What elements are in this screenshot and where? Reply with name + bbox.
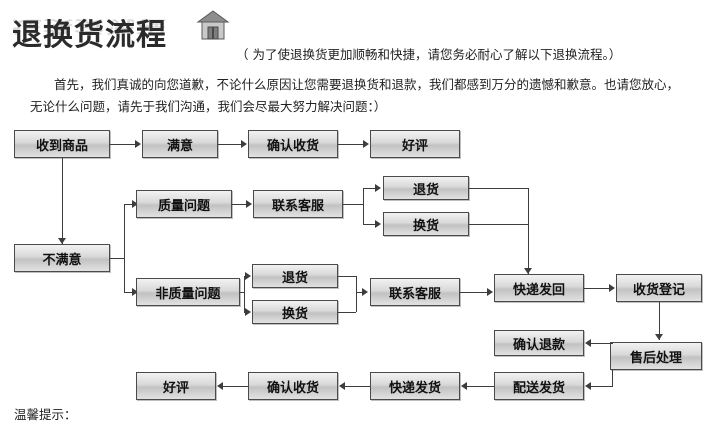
connector-quality-to-service xyxy=(232,204,246,205)
connector-returns2-merge xyxy=(356,276,357,312)
connector-received-to-satisfied xyxy=(110,144,136,145)
page-title: 退换货流程 xyxy=(12,18,167,53)
connector-aftersales-to-delivery xyxy=(591,386,613,387)
flow-node-receipt-registration[interactable]: 收货登记 xyxy=(616,274,702,302)
flow-node-exchange-2[interactable]: 换货 xyxy=(252,300,338,324)
connector-returns1-merge xyxy=(528,188,529,274)
connector-service1-split xyxy=(363,188,364,224)
arrow-received-down xyxy=(58,238,66,244)
flow-node-confirm-receipt-1[interactable]: 确认收货 xyxy=(248,130,338,158)
connector-exchange2-right xyxy=(338,312,356,313)
arrow-nonquality-to-return2 xyxy=(245,272,251,280)
flow-node-express-shipping[interactable]: 快递发货 xyxy=(370,372,460,400)
arrow-received-to-satisfied xyxy=(135,140,141,148)
connector-unsatisfied-split xyxy=(124,204,125,292)
arrow-nonquality-to-exchange2 xyxy=(245,308,251,316)
connector-aftersales-to-confirm-refund xyxy=(591,343,613,344)
flow-node-satisfied[interactable]: 满意 xyxy=(142,130,218,158)
flow-node-contact-service-2[interactable]: 联系客服 xyxy=(370,278,460,306)
footer-tip: 温馨提示： xyxy=(14,407,77,422)
connector-nonquality-split xyxy=(244,276,245,312)
flow-node-nonquality-issue[interactable]: 非质量问题 xyxy=(136,278,240,306)
arrow-service2-to-express-back xyxy=(487,288,493,296)
flow-node-unsatisfied[interactable]: 不满意 xyxy=(14,244,110,272)
arrow-satisfied-to-confirm xyxy=(241,140,247,148)
connector-aftersales-refund-vert xyxy=(591,343,592,344)
arrow-returns1-to-express-back xyxy=(524,268,532,274)
house-icon xyxy=(196,8,230,42)
flow-node-return-2[interactable]: 退货 xyxy=(252,264,338,288)
flow-node-aftersales-processing[interactable]: 售后处理 xyxy=(610,342,702,370)
flow-node-quality-issue[interactable]: 质量问题 xyxy=(136,190,232,218)
flow-node-exchange-1[interactable]: 换货 xyxy=(383,212,469,236)
intro-paragraph: 首先，我们真诚的向您道歉，不论什么原因让您需要退换货和退款，我们都感到万分的遗憾… xyxy=(30,77,680,114)
connector-to-nonquality-issue xyxy=(124,292,134,293)
arrow-service1-to-return xyxy=(375,184,381,192)
connector-returns2-to-service2 xyxy=(356,292,363,293)
arrow-service1-to-exchange xyxy=(375,220,381,228)
connector-nonquality-right xyxy=(240,292,244,293)
arrow-registration-to-aftersales xyxy=(655,334,663,340)
arrow-to-nonquality-issue xyxy=(132,288,138,296)
arrow-quality-to-service xyxy=(246,200,252,208)
connector-registration-down xyxy=(659,302,660,340)
arrow-confirm-to-review xyxy=(363,140,369,148)
header-subtitle: （ 为了使退换货更加顺畅和快捷，请您务必耐心了解以下退换流程。） xyxy=(236,47,622,62)
arrow-to-quality-issue xyxy=(132,200,138,208)
arrow-aftersales-to-confirm-refund xyxy=(585,339,591,347)
connector-confirm-receipt-to-review xyxy=(223,386,248,387)
arrow-express-to-confirm-receipt xyxy=(339,382,345,390)
flow-node-confirm-receipt-2[interactable]: 确认收货 xyxy=(248,372,338,400)
flow-node-good-review-2[interactable]: 好评 xyxy=(136,372,216,400)
flow-node-return-1[interactable]: 退货 xyxy=(383,176,469,200)
connector-express-to-confirm-receipt xyxy=(345,386,370,387)
flow-node-delivery-shipping[interactable]: 配送发货 xyxy=(494,372,584,400)
connector-satisfied-to-confirm xyxy=(218,144,242,145)
connector-service1-right xyxy=(343,204,363,205)
flow-node-good-review-1[interactable]: 好评 xyxy=(370,130,460,158)
arrow-returns2-to-service2 xyxy=(362,288,368,296)
arrow-express-back-to-registration xyxy=(609,284,615,292)
connector-express-back-to-registration xyxy=(584,288,609,289)
connector-return2-right xyxy=(338,276,356,277)
connector-confirm-to-review xyxy=(338,144,364,145)
connector-aftersales-delivery-vert xyxy=(612,370,613,386)
flow-node-express-back[interactable]: 快递发回 xyxy=(494,274,584,302)
connector-to-quality-issue xyxy=(124,204,134,205)
connector-service1-to-exchange xyxy=(363,224,376,225)
connector-service1-to-return xyxy=(363,188,376,189)
connector-delivery-to-express-shipping xyxy=(467,386,494,387)
arrow-confirm-receipt-to-review xyxy=(217,382,223,390)
connector-service2-to-express-back xyxy=(460,292,487,293)
connector-exchange1-right xyxy=(469,224,528,225)
connector-unsatisfied-right xyxy=(110,258,124,259)
flow-node-contact-service-1[interactable]: 联系客服 xyxy=(253,190,343,218)
flow-node-confirm-refund[interactable]: 确认退款 xyxy=(494,330,584,356)
arrow-aftersales-to-delivery xyxy=(585,382,591,390)
flow-node-received-goods[interactable]: 收到商品 xyxy=(14,130,110,158)
connector-received-down xyxy=(62,158,63,244)
arrow-delivery-to-express-shipping xyxy=(461,382,467,390)
connector-return1-right xyxy=(469,188,528,189)
